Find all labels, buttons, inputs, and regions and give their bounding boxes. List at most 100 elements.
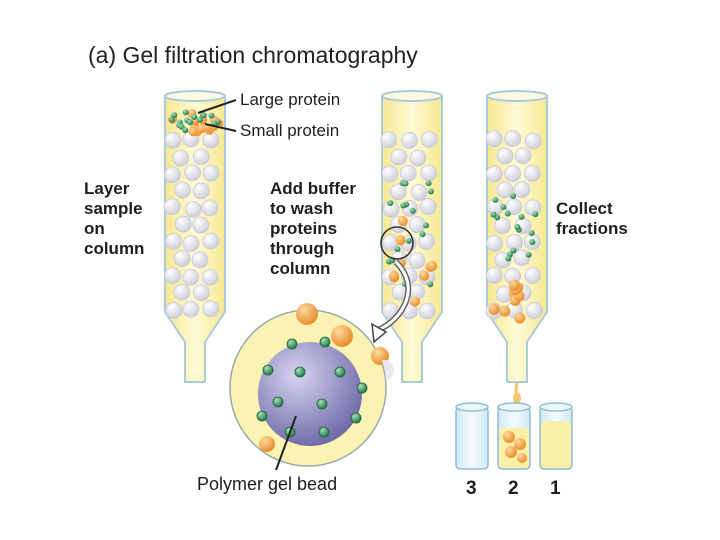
small-protein-particle [197,117,203,123]
gel-bead [193,149,209,165]
gel-bead [486,166,502,182]
gel-bead [409,217,425,233]
large-protein-particle [514,313,525,324]
gel-bead [203,165,219,181]
gel-bead [164,199,180,215]
gel-bead [193,285,209,301]
gel-bead [175,216,191,232]
large-protein-particle [259,436,275,452]
gel-bead [173,150,189,166]
small-protein-particle [357,383,367,393]
gel-bead [515,148,531,164]
small-protein-particle [263,365,273,375]
gel-bead [193,183,209,199]
small-protein-particle [394,246,400,252]
column-1 [164,91,225,382]
gel-bead [175,182,191,198]
large-protein-particle [398,216,408,226]
large-protein-particle [189,127,198,136]
gel-bead [183,269,199,285]
gel-bead [497,148,513,164]
polymer-gel-bead [258,342,362,446]
gel-bead [514,182,530,198]
large-protein-particle [503,431,515,443]
gel-bead [174,250,190,266]
small-protein-particle [187,119,193,125]
gel-bead [166,302,182,318]
fraction-number-1: 1 [550,478,561,500]
gel-bead [202,269,218,285]
small-protein-particle [387,200,393,206]
small-protein-particle [426,180,432,186]
column-2 [381,91,442,382]
gel-bead [524,165,540,181]
gel-bead [192,252,208,268]
fraction-number-2: 2 [508,478,519,500]
magnified-view [230,303,394,466]
large-protein-particle [410,296,420,306]
gel-bead [382,166,398,182]
small-protein-particle [526,252,532,258]
small-protein-particle [320,337,330,347]
small-protein-particle [319,427,329,437]
gel-bead [166,233,182,249]
gel-bead [525,268,541,284]
gel-bead [525,133,541,149]
large-protein-label: Large protein [240,90,340,110]
small-protein-particle [500,204,506,210]
small-protein-particle [420,231,426,237]
fraction-tube-3 [456,403,488,469]
gel-bead [391,149,407,165]
polymer-gel-bead-label: Polymer gel bead [197,474,337,495]
gel-bead [410,150,426,166]
large-protein-particle [509,280,520,291]
gel-bead [409,252,425,268]
gel-bead [486,267,502,283]
small-protein-particle [335,367,345,377]
gel-bead [505,131,521,147]
gel-bead [421,131,437,147]
small-protein-particle [273,397,283,407]
gel-bead [203,301,219,317]
large-protein-particle [505,446,517,458]
gel-bead [165,268,181,284]
large-protein-particle [396,235,406,245]
small-protein-particle [191,114,197,120]
fraction-tube-1 [540,403,572,469]
figure-title: (a) Gel filtration chromatography [88,42,418,69]
small-protein-particle [427,281,433,287]
gel-bead [505,166,521,182]
large-protein-particle [389,271,399,281]
gel-bead [411,184,427,200]
gel-bead [203,233,219,249]
small-protein-particle [183,109,189,115]
small-protein-particle [317,399,327,409]
small-protein-particle [529,230,535,236]
gel-bead [164,167,180,183]
small-protein-particle [491,212,497,218]
gel-bead [421,165,437,181]
small-protein-particle [351,413,361,423]
small-protein-particle [505,255,511,261]
small-protein-particle [182,127,188,133]
add-buffer-label: Add buffer to wash proteins through colu… [270,179,356,279]
gel-bead [381,132,397,148]
small-protein-particle [514,224,520,230]
gel-bead [183,301,199,317]
fraction-number-3: 3 [466,478,477,500]
large-protein-particle [517,453,527,463]
large-protein-particle [419,271,429,281]
small-protein-particle [171,112,177,118]
small-protein-particle [505,210,511,216]
gel-bead [486,131,502,147]
large-protein-particle [296,303,318,325]
gel-bead [174,284,190,300]
small-protein-particle [406,238,412,244]
small-protein-particle [209,113,215,119]
gel-bead [193,217,209,233]
gel-bead [183,235,199,251]
large-protein-particle [514,438,526,450]
small-protein-particle [257,411,267,421]
small-protein-particle [510,193,516,199]
